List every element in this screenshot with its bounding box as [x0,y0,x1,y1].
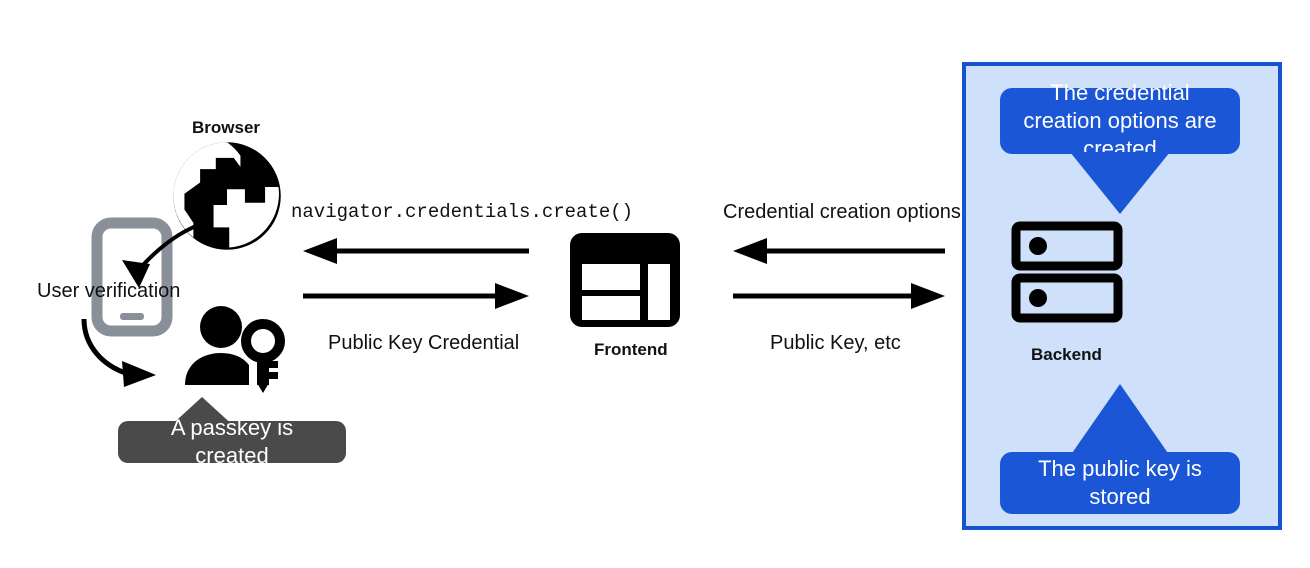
callout-passkey-created-text: A passkey is created [170,415,294,468]
frontend-label: Frontend [594,340,668,359]
callout-key-stored: The public key is stored [1000,452,1240,514]
user-verification-label: User verification [37,280,181,302]
arrow-device-to-user-icon [78,315,188,395]
server-stack-icon [1011,221,1123,323]
edge-options-label: Credential creation options [723,201,961,223]
edge-pubkeycred-arrow-icon [303,283,529,309]
arrow-browser-to-device-icon [95,212,215,302]
edge-pubkey-label: Public Key, etc [770,332,901,354]
browser-window-icon [568,231,682,329]
edge-create-arrow-icon [303,238,529,264]
edge-create-label: navigator.credentials.create() [291,201,634,223]
callout-passkey-created: A passkey is created [118,415,346,468]
edge-pubkey-arrow-icon [733,283,945,309]
user-with-key-icon [183,305,287,393]
callout-key-stored-text: The public key is stored [1038,456,1202,509]
backend-label: Backend [1031,345,1102,364]
smartphone-icon [91,217,173,337]
callout-options-created-text: The credential creation options are crea… [1023,80,1217,161]
callout-options-created-tail-icon [1070,152,1170,214]
browser-label: Browser [192,118,261,137]
callout-key-stored-tail-icon [1070,384,1170,456]
edge-options-arrow-icon [733,238,945,264]
callout-options-created: The credential creation options are crea… [1000,80,1240,161]
edge-pubkeycred-label: Public Key Credential [328,332,520,354]
